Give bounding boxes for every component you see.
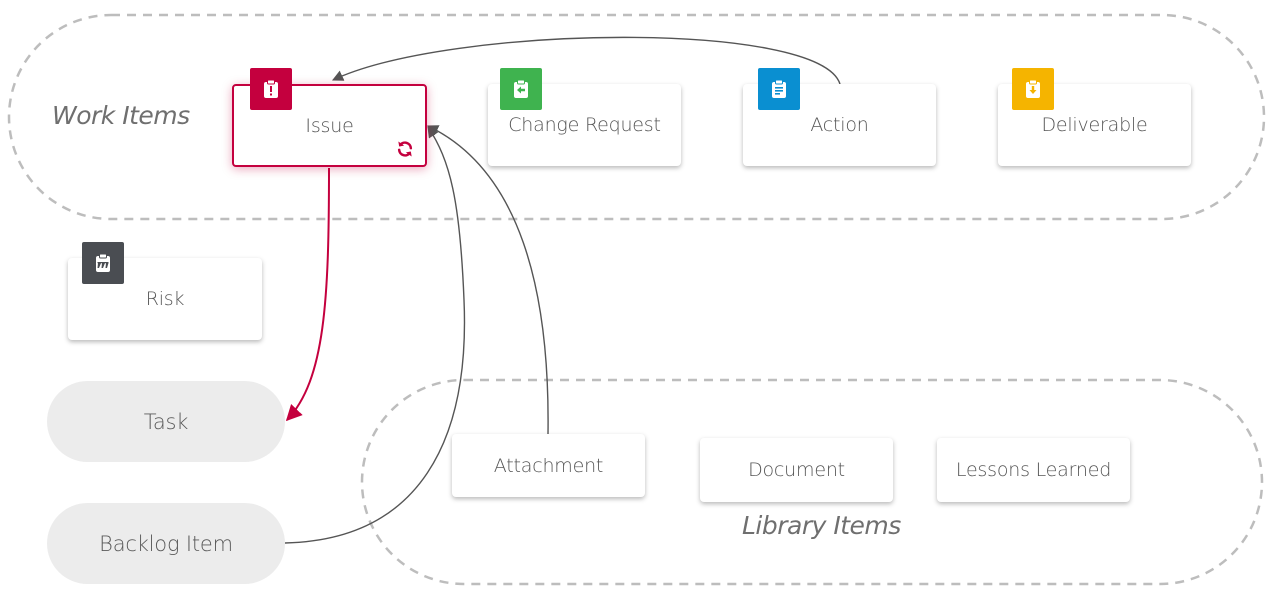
backlog-item-node-label: Backlog Item	[99, 531, 233, 556]
attachment-node[interactable]: Attachment	[452, 434, 645, 497]
change-request-node-label: Change Request	[508, 114, 661, 136]
document-node-label: Document	[748, 459, 845, 481]
deliverable-node-label: Deliverable	[1041, 114, 1148, 136]
change-request-clipboard-icon	[500, 68, 542, 110]
action-clipboard-icon	[758, 68, 800, 110]
lessons-learned-node-label: Lessons Learned	[955, 459, 1112, 481]
issue-node-label: Issue	[305, 114, 354, 137]
risk-clipboard-icon	[82, 242, 124, 284]
connector-backlog-item-to-issue[interactable]	[284, 126, 466, 544]
connector-issue-to-task[interactable]	[285, 167, 330, 422]
library-items-group-label: Library Items	[742, 511, 901, 540]
connector-attachment-to-issue[interactable]	[426, 125, 549, 435]
connector-action-to-issue[interactable]	[331, 36, 841, 85]
action-node-label: Action	[810, 114, 869, 136]
work-items-group-label: Work Items	[52, 101, 190, 130]
sync-icon[interactable]	[395, 139, 415, 159]
risk-node-label: Risk	[145, 288, 185, 310]
task-node[interactable]: Task	[47, 381, 285, 462]
task-node-label: Task	[143, 409, 189, 434]
library-items-group-outline	[360, 378, 1264, 586]
document-node[interactable]: Document	[700, 438, 893, 502]
work-items-group-outline	[7, 13, 1266, 221]
backlog-item-node[interactable]: Backlog Item	[47, 503, 285, 584]
attachment-node-label: Attachment	[493, 454, 604, 477]
deliverable-clipboard-icon	[1012, 68, 1054, 110]
issue-clipboard-icon	[250, 68, 292, 110]
lessons-learned-node[interactable]: Lessons Learned	[937, 438, 1130, 502]
